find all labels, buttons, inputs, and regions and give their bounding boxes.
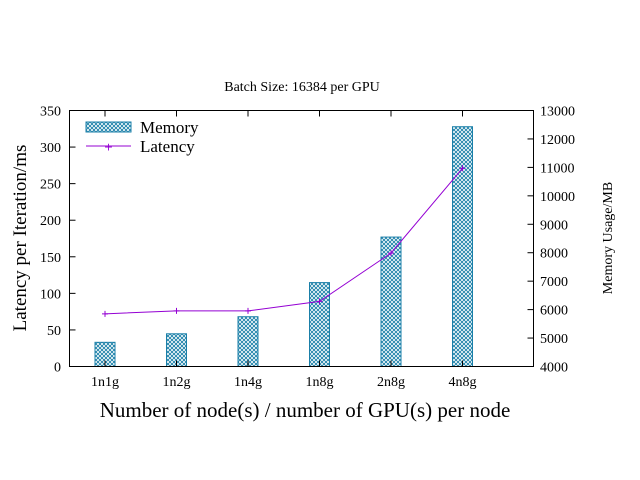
x-tick-label: 2n8g	[377, 375, 405, 390]
y-right-tick-label: 10000	[540, 190, 575, 205]
memory-bar-4n8g	[452, 126, 473, 367]
legend-label-memory: Memory	[140, 118, 199, 137]
latency-line	[104, 167, 463, 315]
latency-point-1n8g	[316, 298, 323, 305]
y-left-tick-label: 350	[40, 105, 61, 120]
y-right-tick-label: 11000	[540, 161, 574, 176]
memory-bar-2n8g	[380, 236, 402, 367]
y-right-tick-label: 9000	[540, 218, 568, 233]
chart-title: Batch Size: 16384 per GPU	[224, 80, 380, 95]
latency-point-2n8g	[388, 250, 394, 257]
y-axis-right-label: Memory Usage/MB	[601, 182, 616, 294]
y-right-tick-label: 13000	[540, 105, 575, 120]
y-right-tick-label: 7000	[540, 275, 568, 290]
y-left-tick-label: 200	[40, 214, 61, 229]
y-axis-left-label: Latency per Iteration/ms	[10, 145, 31, 332]
bars-layer	[94, 126, 473, 368]
y-left-tick-label: 300	[40, 141, 61, 156]
x-axis: 1n1g 1n2g 1n4g 1n8g 2n8g 4n8g	[91, 110, 477, 390]
latency-point-1n2g	[173, 307, 180, 314]
x-tick-label: 1n4g	[234, 375, 262, 390]
y-left-tick-label: 0	[54, 361, 61, 376]
legend-swatch-memory	[85, 121, 132, 133]
y-axis-left: 0 50 100 150 200 250 300 350	[40, 105, 76, 376]
y-right-tick-label: 5000	[540, 332, 568, 347]
latency-point-4n8g	[459, 165, 466, 172]
x-tick-label: 1n8g	[306, 375, 334, 390]
y-left-tick-label: 250	[40, 178, 61, 193]
memory-bar-1n8g	[309, 282, 330, 368]
memory-bar-1n4g	[237, 316, 259, 368]
legend-label-latency: Latency	[140, 137, 195, 156]
y-left-tick-label: 150	[40, 251, 61, 266]
y-right-tick-label: 8000	[540, 247, 568, 262]
legend: Memory + Latency	[85, 118, 199, 156]
y-right-tick-label: 4000	[540, 361, 568, 376]
y-left-tick-label: 100	[40, 287, 61, 302]
latency-point-1n1g	[102, 310, 108, 317]
x-axis-label: Number of node(s) / number of GPU(s) per…	[100, 398, 511, 422]
y-axis-right: 4000 5000 6000 7000 8000 9000 10000 11000 12000 1…	[527, 105, 575, 376]
y-left-tick-label: 50	[47, 324, 61, 339]
plot-frame	[69, 110, 534, 367]
y-right-tick-label: 12000	[540, 133, 575, 148]
x-tick-label: 4n8g	[449, 375, 477, 390]
x-tick-label: 1n1g	[91, 375, 119, 390]
latency-point-1n4g	[245, 307, 251, 314]
y-right-tick-label: 6000	[540, 304, 568, 319]
line-layer	[102, 165, 466, 317]
x-tick-label: 1n2g	[163, 375, 191, 390]
legend-marker-latency: +	[104, 141, 113, 154]
